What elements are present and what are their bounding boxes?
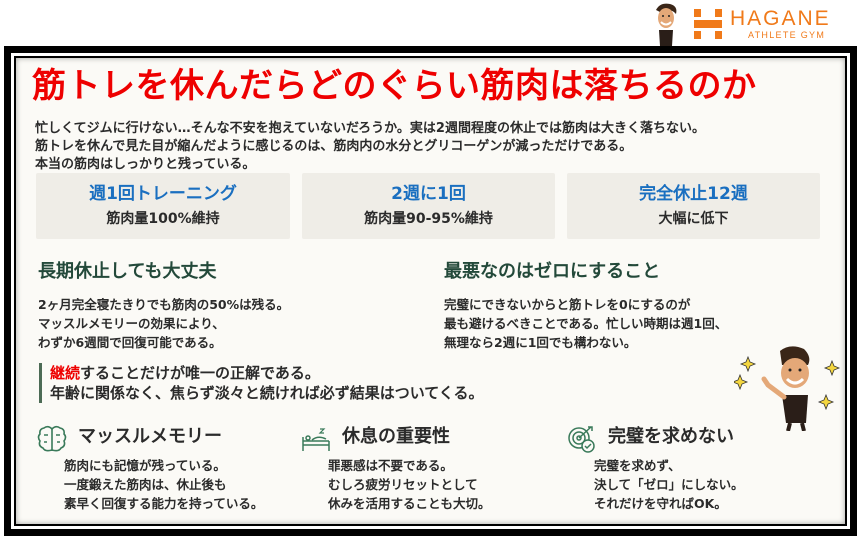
stat-card-biweekly: 2週に1回 筋肉量90-95%維持: [302, 173, 555, 239]
brand-tagline: ATHLETE GYM: [748, 30, 826, 40]
page-title: 筋トレを休んだらどのぐらい筋肉は落ちるのか: [32, 67, 757, 105]
stat-heading: 週1回トレーニング: [89, 184, 237, 204]
stat-value: 筋肉量90-95%維持: [364, 211, 493, 227]
feature-title: マッスルメモリー: [78, 426, 222, 447]
stat-heading: 完全休止12週: [639, 184, 748, 204]
brand-name: HAGANE: [730, 7, 831, 30]
feature-title: 休息の重要性: [342, 426, 450, 447]
feature-rest-importance: 休息の重要性 罪悪感は不要である。 むしろ疲労リセットとして 休みを活用すること…: [300, 423, 560, 523]
stat-value: 筋肉量100%維持: [106, 211, 220, 227]
highlight-keyword: 継続: [50, 364, 81, 382]
stat-card-weekly: 週1回トレーニング 筋肉量100%維持: [36, 173, 290, 239]
key-message-callout: 継続することだけが唯一の正解である。 年齢に関係なく、焦らず淡々と続ければ必ず結…: [39, 363, 484, 403]
brain-icon: [37, 425, 67, 452]
infographic-panel: 筋トレを休んだらどのぐらい筋肉は落ちるのか 忙しくてジムに行けない…そんな不安を…: [16, 58, 845, 524]
section-title-long-rest: 長期休止しても大丈夫: [38, 261, 217, 282]
feature-body: 罪悪感は不要である。 むしろ疲労リセットとして 休みを活用することも大切。: [328, 458, 491, 511]
intro-text: 忙しくてジムに行けない…そんな不安を抱えていないだろうか。実は2週間程度の休止で…: [35, 121, 705, 172]
cheering-mascot-icon: [734, 346, 841, 431]
stat-heading: 2週に1回: [391, 184, 466, 204]
brand-logo: HAGANE ATHLETE GYM: [694, 8, 831, 40]
stat-value: 大幅に低下: [658, 211, 729, 227]
feature-body: 筋肉にも記憶が残っている。 一度鍛えた筋肉は、休止後も 素早く回復する能力を持っ…: [64, 458, 264, 511]
outer-frame: 筋トレを休んだらどのぐらい筋肉は落ちるのか 忙しくてジムに行けない…そんな不安を…: [4, 46, 857, 536]
feature-body: 完璧を求めず、 決して「ゼロ」にしない。 それだけを守ればOK。: [594, 458, 744, 511]
mascot-head-icon: [656, 3, 677, 46]
hagane-logo-mark-icon: [694, 9, 722, 39]
feature-muscle-memory: マッスルメモリー 筋肉にも記憶が残っている。 一度鍛えた筋肉は、休止後も 素早く…: [36, 423, 296, 523]
stat-card-full-rest: 完全休止12週 大幅に低下: [567, 173, 820, 239]
section-title-worst-zero: 最悪なのはゼロにすること: [444, 261, 661, 282]
section-body-worst-zero: 完璧にできないからと筋トレを0にするのが 最も避けるべきことである。忙しい時期は…: [444, 297, 728, 350]
section-body-long-rest: 2ヶ月完全寝たきりでも筋肉の50%は残る。 マッスルメモリーの効果により、 わず…: [38, 297, 290, 350]
sleeping-bed-icon: [302, 428, 330, 451]
feature-no-perfection: 完璧を求めない 完璧を求めず、 決して「ゼロ」にしない。 それだけを守ればOK。: [566, 423, 826, 523]
target-check-icon: [568, 426, 595, 453]
feature-title: 完璧を求めない: [608, 426, 734, 447]
